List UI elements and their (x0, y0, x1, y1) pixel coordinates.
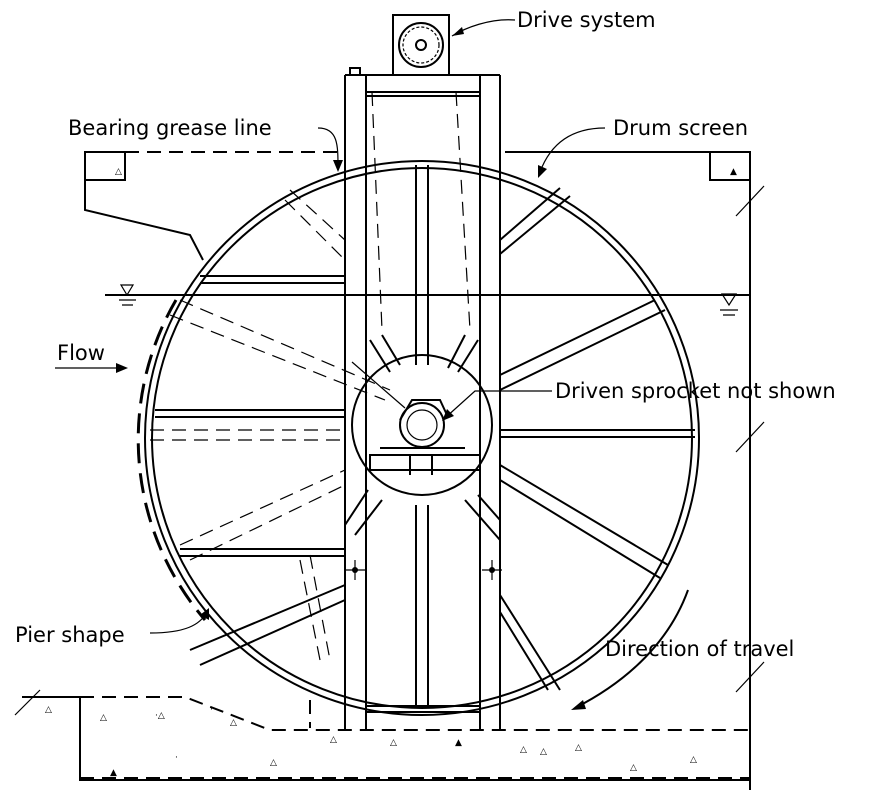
drum-spokes (155, 165, 695, 705)
svg-text:△: △ (330, 735, 337, 745)
svg-text:△: △ (100, 713, 107, 723)
drive-system-icon (392, 14, 450, 76)
svg-text:△: △ (115, 167, 122, 177)
svg-text:△: △ (390, 738, 397, 748)
left-pier-wall: △ (84, 151, 340, 261)
svg-text:▲: ▲ (730, 167, 737, 177)
svg-text:△: △ (575, 743, 582, 753)
bottom-slab: △ △ ·△ · △ △ △ ▲ △ △ △ △ △ · △ ▲ (14, 689, 750, 781)
bearing-grease-line-label: Bearing grease line (68, 116, 272, 140)
hidden-spokes (150, 91, 471, 661)
svg-text:△: △ (45, 705, 52, 715)
pier-shape-label: Pier shape (15, 623, 125, 647)
svg-text:·: · (210, 705, 213, 715)
drum-hub (351, 354, 493, 496)
svg-text:▲: ▲ (110, 768, 117, 778)
flow-label: Flow (57, 341, 105, 365)
svg-text:△: △ (230, 718, 237, 728)
direction-of-travel-label: Direction of travel (605, 637, 794, 661)
right-pier-wall: ▲ (505, 151, 765, 790)
leader-lines (55, 19, 689, 710)
drum-screen-label: Drum screen (613, 116, 748, 140)
driven-sprocket-label: Driven sprocket not shown (555, 379, 836, 403)
support-frame (344, 67, 502, 730)
svg-text:△: △ (520, 745, 527, 755)
svg-text:△: △ (630, 763, 637, 773)
svg-text:·: · (175, 753, 178, 763)
svg-text:△: △ (270, 758, 277, 768)
svg-text:△: △ (540, 747, 547, 757)
svg-text:·△: ·△ (155, 711, 165, 721)
drive-system-label: Drive system (517, 8, 656, 32)
svg-text:△: △ (690, 755, 697, 765)
svg-text:▲: ▲ (455, 738, 462, 748)
